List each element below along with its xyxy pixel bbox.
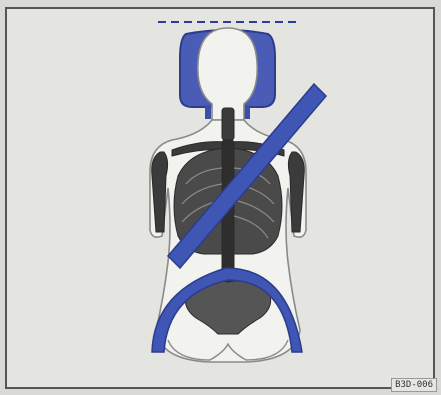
spine-cervical <box>222 108 234 140</box>
figure-code: B3D-006 <box>391 378 437 392</box>
headrest-post-left <box>205 105 211 119</box>
headrest-post-right <box>244 105 250 119</box>
